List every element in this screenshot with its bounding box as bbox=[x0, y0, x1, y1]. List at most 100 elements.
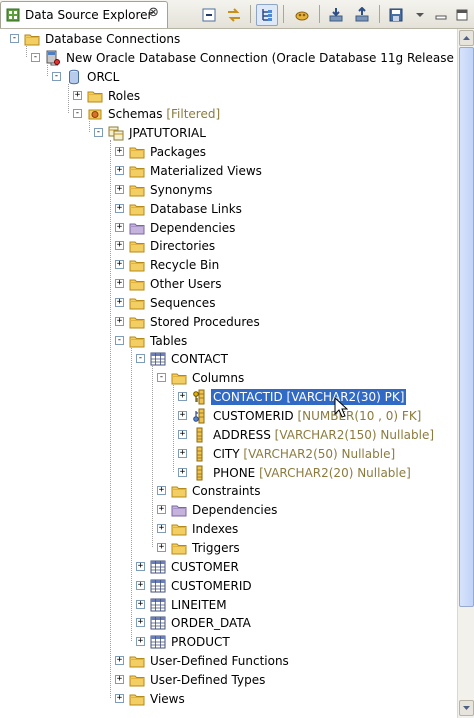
tree-item-label[interactable]: Views bbox=[148, 691, 187, 707]
tree-item[interactable]: + CUSTOMER bbox=[0, 558, 457, 577]
tree-item-label[interactable]: CONTACTID [VARCHAR2(30) PK] bbox=[211, 389, 407, 406]
tree-item[interactable]: + ADDRESS [VARCHAR2(150) Nullable] bbox=[0, 426, 457, 445]
collapse-toggle[interactable]: - bbox=[73, 108, 82, 119]
expand-toggle[interactable]: + bbox=[115, 278, 124, 289]
collapse-all-button[interactable] bbox=[198, 4, 220, 26]
tree-item-label[interactable]: CITY [VARCHAR2(50) Nullable] bbox=[211, 446, 397, 462]
tree-item[interactable]: - Schemas [Filtered] bbox=[0, 105, 457, 124]
tree-item[interactable]: +Synonyms bbox=[0, 181, 457, 200]
tree-item[interactable]: +CUSTOMERID bbox=[0, 577, 457, 596]
expand-toggle[interactable]: + bbox=[157, 504, 166, 515]
data-source-explorer-tab[interactable]: Data Source Explorer ⊗ bbox=[0, 1, 168, 28]
tree-item-label[interactable]: Dependencies bbox=[148, 220, 237, 236]
tree-item-label[interactable]: Tables bbox=[148, 333, 189, 349]
expand-toggle[interactable]: + bbox=[157, 485, 166, 496]
tree-item[interactable]: - Database Connections bbox=[0, 30, 457, 49]
tree-item-label[interactable]: User-Defined Functions bbox=[148, 653, 291, 669]
tree-item-label[interactable]: Schemas [Filtered] bbox=[106, 106, 222, 122]
tree-item[interactable]: -ORCL bbox=[0, 68, 457, 87]
tree-item-label[interactable]: User-Defined Types bbox=[148, 672, 267, 688]
expand-toggle[interactable]: + bbox=[115, 240, 124, 251]
expand-toggle[interactable]: + bbox=[178, 466, 187, 477]
save-button[interactable] bbox=[385, 4, 407, 26]
expand-toggle[interactable]: + bbox=[136, 560, 145, 571]
tree-item-label[interactable]: Directories bbox=[148, 238, 217, 254]
tree-item-label[interactable]: ORCL bbox=[85, 69, 121, 85]
collapse-toggle[interactable]: - bbox=[157, 372, 166, 383]
tree-item-label[interactable]: New Oracle Database Connection (Oracle D… bbox=[64, 50, 457, 66]
tree-item[interactable]: + Roles bbox=[0, 87, 457, 106]
tree-item[interactable]: + Views bbox=[0, 690, 457, 709]
expand-toggle[interactable]: + bbox=[178, 391, 187, 402]
tree-item[interactable]: +PRODUCT bbox=[0, 633, 457, 652]
expand-toggle[interactable]: + bbox=[115, 673, 124, 684]
tree-item[interactable]: + User-Defined Types bbox=[0, 671, 457, 690]
scroll-thumb[interactable] bbox=[459, 47, 474, 607]
expand-toggle[interactable]: + bbox=[115, 259, 124, 270]
tree-item[interactable]: + Stored Procedures bbox=[0, 313, 457, 332]
expand-toggle[interactable]: + bbox=[178, 447, 187, 458]
tree-item[interactable]: +Triggers bbox=[0, 539, 457, 558]
expand-toggle[interactable]: + bbox=[136, 617, 145, 628]
tree-item-label[interactable]: Recycle Bin bbox=[148, 257, 221, 273]
filter-button[interactable] bbox=[291, 4, 313, 26]
tree-item-label[interactable]: CUSTOMER bbox=[169, 559, 241, 575]
minimize-button[interactable] bbox=[430, 4, 452, 26]
export-button[interactable] bbox=[351, 4, 373, 26]
expand-toggle[interactable]: + bbox=[157, 523, 166, 534]
link-editor-button[interactable] bbox=[223, 4, 245, 26]
expand-toggle[interactable]: + bbox=[115, 296, 124, 307]
tree-item[interactable]: - JPATUTORIAL bbox=[0, 124, 457, 143]
tree-item-label[interactable]: Dependencies bbox=[190, 502, 279, 518]
collapse-toggle[interactable]: - bbox=[136, 353, 145, 364]
tree-item[interactable]: +User-Defined Functions bbox=[0, 652, 457, 671]
collapse-toggle[interactable]: - bbox=[115, 334, 124, 345]
expand-toggle[interactable]: + bbox=[115, 202, 124, 213]
tree-item[interactable]: - Columns bbox=[0, 369, 457, 388]
flat-layout-button[interactable] bbox=[256, 4, 278, 26]
vertical-scrollbar[interactable] bbox=[457, 29, 474, 718]
expand-toggle[interactable]: + bbox=[136, 579, 145, 590]
tree-item-label[interactable]: ADDRESS [VARCHAR2(150) Nullable] bbox=[211, 427, 436, 443]
tree-item[interactable]: +Sequences bbox=[0, 294, 457, 313]
tree-item[interactable]: +LINEITEM bbox=[0, 596, 457, 615]
expand-toggle[interactable]: + bbox=[73, 89, 82, 100]
tree-item[interactable]: + Recycle Bin bbox=[0, 256, 457, 275]
tree-item[interactable]: +PHONE [VARCHAR2(20) Nullable] bbox=[0, 464, 457, 483]
tree-item-label[interactable]: Materialized Views bbox=[148, 163, 264, 179]
scroll-down-button[interactable] bbox=[459, 700, 474, 716]
collapse-toggle[interactable]: - bbox=[94, 127, 103, 138]
tree-item[interactable]: +Database Links bbox=[0, 200, 457, 219]
tree-item[interactable]: + Other Users bbox=[0, 275, 457, 294]
tree-item-label[interactable]: Database Connections bbox=[43, 31, 182, 47]
tree-item[interactable]: +Constraints bbox=[0, 482, 457, 501]
expand-toggle[interactable]: + bbox=[115, 315, 124, 326]
tree-item-label[interactable]: Roles bbox=[106, 88, 142, 104]
tree-item-label[interactable]: Packages bbox=[148, 144, 208, 160]
close-icon[interactable]: ⊗ bbox=[148, 5, 159, 20]
tree-item-label[interactable]: PRODUCT bbox=[169, 634, 232, 650]
tree-item-label[interactable]: ORDER_DATA bbox=[169, 615, 253, 631]
tree-item-label[interactable]: LINEITEM bbox=[169, 597, 229, 613]
view-menu-button[interactable] bbox=[409, 4, 431, 26]
tree-item-label[interactable]: Stored Procedures bbox=[148, 314, 262, 330]
tree-item-label[interactable]: Columns bbox=[190, 370, 246, 386]
expand-toggle[interactable]: + bbox=[178, 428, 187, 439]
expand-toggle[interactable]: + bbox=[115, 146, 124, 157]
expand-toggle[interactable]: + bbox=[178, 410, 187, 420]
expand-toggle[interactable]: + bbox=[157, 541, 166, 552]
tree-item-label[interactable]: JPATUTORIAL bbox=[127, 125, 208, 141]
tree-item[interactable]: + Directories bbox=[0, 237, 457, 256]
tree-item-label[interactable]: CUSTOMERID [NUMBER(10 , 0) FK] bbox=[211, 408, 423, 424]
expand-toggle[interactable]: + bbox=[115, 692, 124, 703]
collapse-toggle[interactable]: - bbox=[10, 33, 19, 43]
tree-item[interactable]: - Tables bbox=[0, 332, 457, 351]
maximize-button[interactable] bbox=[451, 4, 473, 26]
tree-item[interactable]: -CONTACT bbox=[0, 350, 457, 369]
import-button[interactable] bbox=[325, 4, 347, 26]
tree-item-label[interactable]: Other Users bbox=[148, 276, 224, 292]
database-tree[interactable]: -Database Connections-New Oracle Databas… bbox=[0, 29, 457, 718]
tree-item[interactable]: + CONTACTID [VARCHAR2(30) PK] bbox=[0, 388, 457, 407]
tree-item[interactable]: + ORDER_DATA bbox=[0, 614, 457, 633]
collapse-toggle[interactable]: - bbox=[31, 51, 40, 62]
